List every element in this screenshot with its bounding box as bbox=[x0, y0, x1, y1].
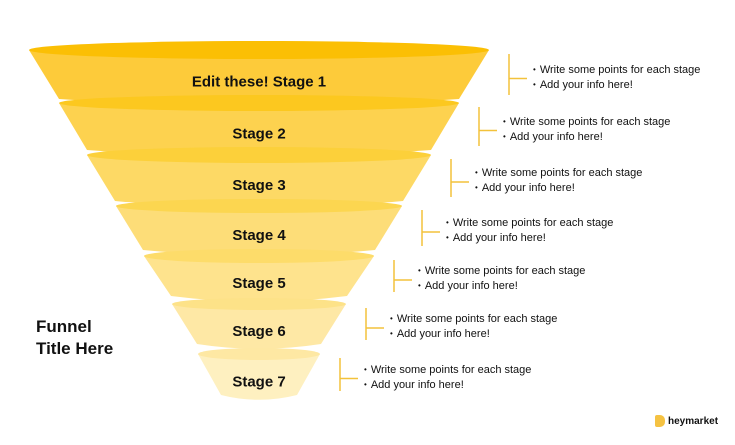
stage-6-notes: Write some points for each stageAdd your… bbox=[390, 312, 558, 342]
funnel-stage-2-body bbox=[59, 103, 459, 157]
funnel-stage-2: Stage 2 bbox=[59, 95, 459, 157]
funnel-stage-3: Stage 3 bbox=[87, 147, 431, 208]
funnel-stage-4-bracket bbox=[421, 210, 440, 246]
brand-name: heymarket bbox=[668, 415, 719, 427]
funnel-stage-2-label: Stage 2 bbox=[232, 126, 285, 143]
funnel-stage-3-bracket bbox=[450, 159, 469, 197]
funnel-stage-1-rim bbox=[29, 41, 489, 59]
funnel-stage-7-body bbox=[198, 354, 320, 400]
funnel-stage-6-rim bbox=[172, 298, 346, 310]
funnel-stage-1-body bbox=[29, 50, 489, 107]
funnel-stage-7-rim bbox=[198, 348, 320, 360]
funnel-stage-4-label: Stage 4 bbox=[232, 227, 286, 244]
funnel-stage-7-bracket bbox=[339, 358, 358, 391]
stage-5-point-1: Write some points for each stage bbox=[418, 264, 586, 279]
funnel-title-line1: Funnel bbox=[36, 317, 92, 336]
funnel-stage-3-label: Stage 3 bbox=[232, 177, 285, 194]
stage-7-point-2: Add your info here! bbox=[364, 378, 531, 393]
funnel-stage-5: Stage 5 bbox=[144, 249, 374, 302]
funnel-stage-5-body bbox=[144, 256, 374, 302]
stage-7-point-1: Write some points for each stage bbox=[364, 363, 532, 378]
funnel-stage-3-rim bbox=[87, 147, 431, 163]
funnel-stage-4-rim bbox=[116, 199, 402, 213]
stage-4-notes: Write some points for each stageAdd your… bbox=[446, 216, 614, 246]
funnel-title-line2: Title Here bbox=[36, 339, 114, 358]
funnel-stage-6: Stage 6 bbox=[172, 298, 346, 349]
funnel-stage-7-label: Stage 7 bbox=[232, 374, 285, 391]
funnel-stage-6-label: Stage 6 bbox=[232, 323, 285, 340]
stage-4-point-1: Write some points for each stage bbox=[446, 216, 614, 231]
stage-1-point-2: Add your info here! bbox=[533, 78, 700, 93]
funnel-stage-6-body bbox=[172, 304, 346, 349]
stage-7-notes: Write some points for each stageAdd your… bbox=[364, 363, 532, 393]
stage-1-point-1: Write some points for each stage bbox=[533, 63, 701, 78]
stage-3-notes: Write some points for each stageAdd your… bbox=[475, 166, 643, 196]
stage-5-point-2: Add your info here! bbox=[418, 279, 585, 294]
stage-1-notes: Write some points for each stageAdd your… bbox=[533, 63, 701, 93]
funnel-stage-1-bracket bbox=[508, 54, 527, 95]
stage-6-point-2: Add your info here! bbox=[390, 327, 557, 342]
funnel-stage-4: Stage 4 bbox=[116, 199, 402, 256]
funnel-stage-4-body bbox=[116, 206, 402, 256]
stage-4-point-2: Add your info here! bbox=[446, 231, 613, 246]
funnel-stage-5-bracket bbox=[393, 260, 412, 292]
funnel-stage-5-rim bbox=[144, 249, 374, 263]
stage-2-point-1: Write some points for each stage bbox=[503, 115, 671, 130]
stage-2-point-2: Add your info here! bbox=[503, 130, 670, 145]
funnel-stage-6-bracket bbox=[365, 308, 384, 340]
stage-6-point-1: Write some points for each stage bbox=[390, 312, 558, 327]
funnel-stage-2-bracket bbox=[478, 107, 497, 146]
stage-3-point-2: Add your info here! bbox=[475, 181, 642, 196]
stage-5-notes: Write some points for each stageAdd your… bbox=[418, 264, 586, 294]
funnel-stage-2-rim bbox=[59, 95, 459, 111]
stage-2-notes: Write some points for each stageAdd your… bbox=[503, 115, 671, 145]
heymarket-logo-icon bbox=[655, 415, 665, 427]
stage-3-point-1: Write some points for each stage bbox=[475, 166, 643, 181]
funnel-stage-7: Stage 7 bbox=[198, 348, 320, 400]
funnel-stage-1-label: Edit these! Stage 1 bbox=[192, 74, 326, 91]
funnel-stage-3-body bbox=[87, 155, 431, 208]
funnel-stage-1: Edit these! Stage 1 bbox=[29, 41, 489, 107]
brand-logo: heymarket bbox=[655, 415, 718, 427]
funnel-title: Funnel Title Here bbox=[36, 316, 113, 360]
funnel-stage-5-label: Stage 5 bbox=[232, 275, 285, 292]
